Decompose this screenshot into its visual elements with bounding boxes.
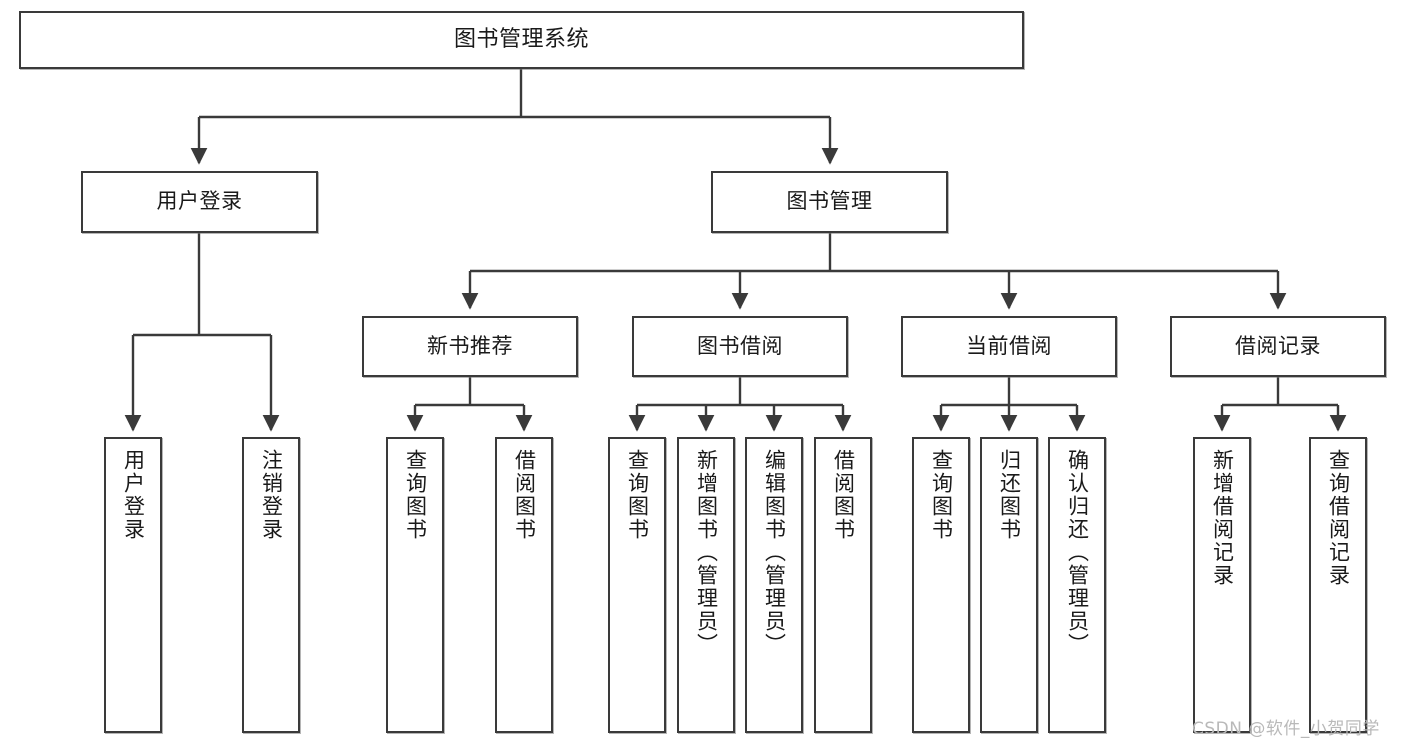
node-label: 查询借阅记录 (1326, 449, 1351, 587)
leaf-query-book-3[interactable]: 查询图书 (912, 437, 970, 733)
leaf-add-book[interactable]: 新增图书（管理员） (677, 437, 735, 733)
leaf-query-book-1[interactable]: 查询图书 (386, 437, 444, 733)
node-label: 查询图书 (625, 449, 650, 541)
node-label: 借阅记录 (1235, 333, 1321, 358)
node-user-login[interactable]: 用户登录 (81, 171, 318, 233)
watermark-text: CSDN @软件_小贺同学 (1192, 719, 1380, 739)
leaf-logout-login[interactable]: 注销登录 (242, 437, 300, 733)
node-label: 确认归还（管理员） (1065, 449, 1090, 656)
node-label: 归还图书 (997, 449, 1022, 541)
leaf-query-record[interactable]: 查询借阅记录 (1309, 437, 1367, 733)
node-borrow-record[interactable]: 借阅记录 (1170, 316, 1386, 377)
node-book-manage[interactable]: 图书管理 (711, 171, 948, 233)
leaf-edit-book[interactable]: 编辑图书（管理员） (745, 437, 803, 733)
node-current-borrow[interactable]: 当前借阅 (901, 316, 1117, 377)
leaf-confirm-return[interactable]: 确认归还（管理员） (1048, 437, 1106, 733)
node-label: 图书管理 (786, 189, 873, 214)
node-label: 当前借阅 (966, 333, 1052, 358)
leaf-return-book[interactable]: 归还图书 (980, 437, 1038, 733)
leaf-add-record[interactable]: 新增借阅记录 (1193, 437, 1251, 733)
node-label: 借阅图书 (831, 449, 856, 541)
node-label: 查询图书 (929, 449, 954, 541)
node-label: 新增借阅记录 (1210, 449, 1235, 587)
node-root-system[interactable]: 图书管理系统 (19, 11, 1024, 69)
node-label: 图书管理系统 (453, 26, 589, 52)
node-new-book-rec[interactable]: 新书推荐 (362, 316, 578, 377)
node-label: 新增图书（管理员） (694, 449, 719, 656)
node-label: 查询图书 (403, 449, 428, 541)
node-label: 编辑图书（管理员） (762, 449, 787, 656)
leaf-query-book-2[interactable]: 查询图书 (608, 437, 666, 733)
node-book-borrow[interactable]: 图书借阅 (632, 316, 848, 377)
node-label: 新书推荐 (427, 333, 513, 358)
node-label: 用户登录 (156, 189, 243, 214)
leaf-user-login[interactable]: 用户登录 (104, 437, 162, 733)
leaf-borrow-book-2[interactable]: 借阅图书 (814, 437, 872, 733)
node-label: 注销登录 (259, 449, 284, 541)
node-label: 借阅图书 (512, 449, 537, 541)
leaf-borrow-book-1[interactable]: 借阅图书 (495, 437, 553, 733)
node-label: 图书借阅 (697, 333, 783, 358)
node-label: 用户登录 (121, 449, 146, 541)
